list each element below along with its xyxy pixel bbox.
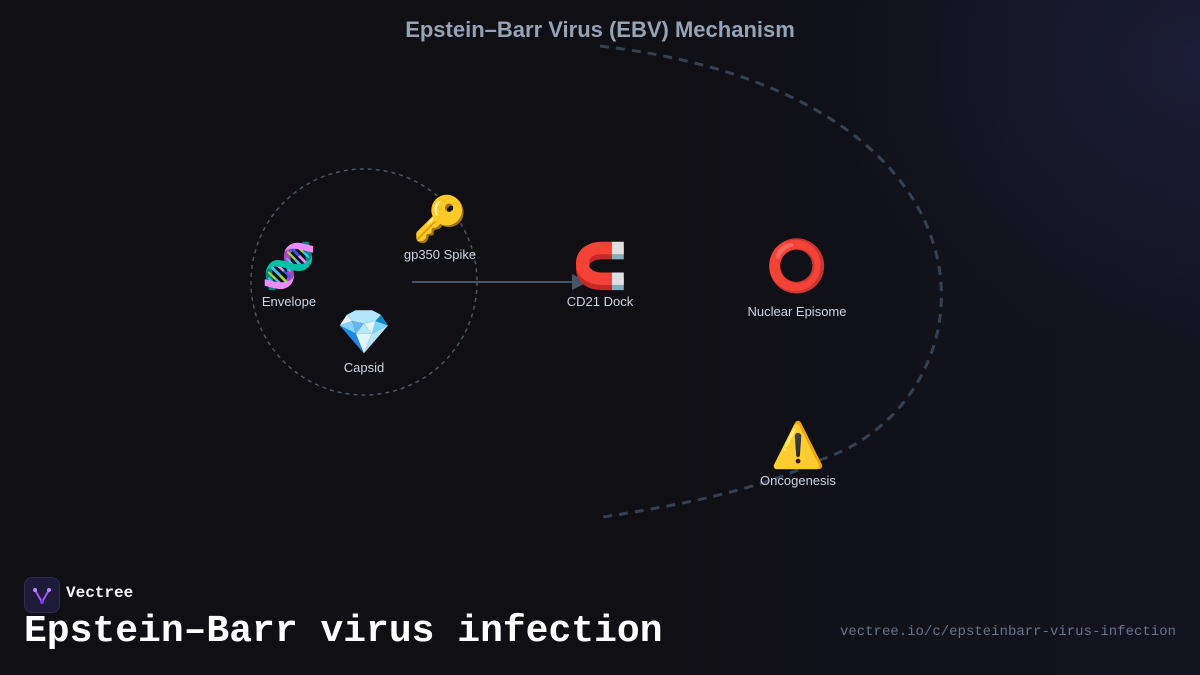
key-icon: 🔑 — [412, 194, 468, 245]
brand-name: Vectree — [66, 584, 134, 602]
warning-icon: ⚠️ — [770, 420, 826, 471]
gem-icon: 💎 — [336, 307, 392, 358]
footer-url[interactable]: vectree.io/c/epsteinbarr-virus-infection — [839, 624, 1176, 640]
node-cd21-dock: 🧲 CD21 Dock — [550, 241, 650, 310]
magnet-icon: 🧲 — [572, 241, 628, 292]
node-envelope: 🧬 Envelope — [249, 241, 329, 310]
node-gp350-spike: 🔑 gp350 Spike — [390, 194, 490, 263]
node-label: CD21 Dock — [566, 294, 634, 309]
node-label: Oncogenesis — [760, 473, 836, 488]
node-label: Nuclear Episome — [747, 304, 847, 319]
node-capsid: 💎 Capsid — [324, 307, 404, 376]
node-label: gp350 Spike — [403, 247, 477, 262]
ring-icon: ⭕ — [765, 237, 829, 295]
node-nuclear-episome: ⭕ Nuclear Episome — [737, 240, 857, 319]
page-title: Epstein–Barr virus infection — [24, 610, 663, 653]
node-label: Envelope — [261, 294, 317, 309]
vectree-logo-icon — [24, 577, 60, 613]
dna-icon: 🧬 — [261, 241, 317, 292]
lifecycle-arc — [599, 44, 943, 519]
node-oncogenesis: ⚠️ Oncogenesis — [748, 420, 848, 489]
diagram-title: Epstein–Barr Virus (EBV) Mechanism — [405, 17, 795, 42]
node-label: Capsid — [343, 360, 385, 375]
